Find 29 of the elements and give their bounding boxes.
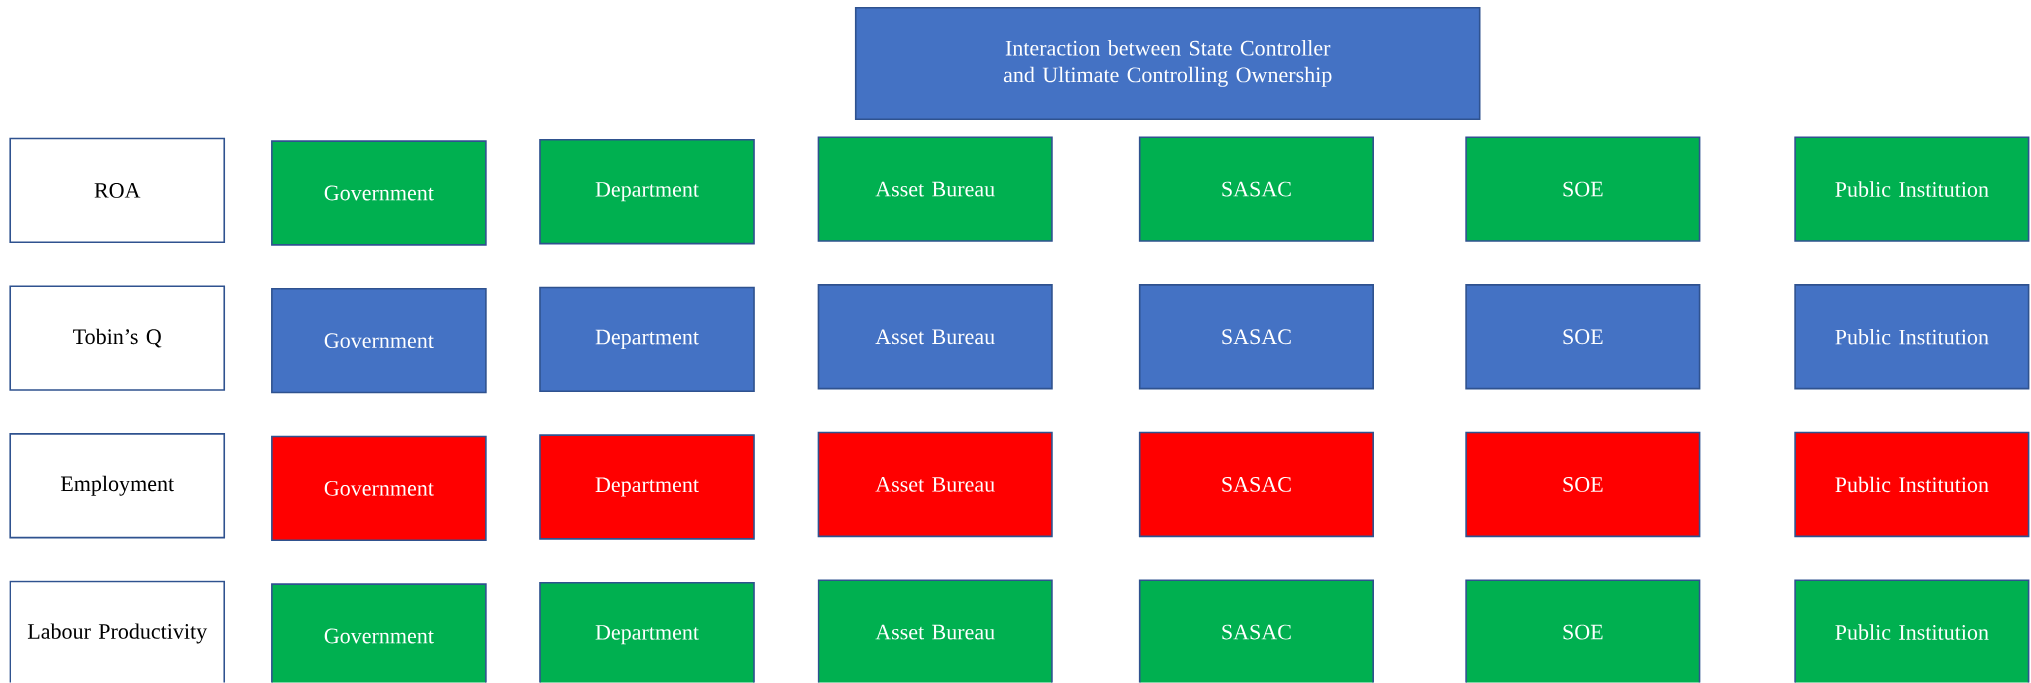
category-box: SOE	[1465, 431, 1701, 538]
category-box: SASAC	[1138, 136, 1374, 242]
row-label-box: Employment	[9, 433, 226, 539]
category-box: Public Institution	[1794, 431, 2030, 538]
category-box: SASAC	[1138, 431, 1374, 538]
category-box: SOE	[1465, 136, 1701, 242]
row-label-box: Labour Productivity	[9, 580, 226, 683]
category-box: Public Institution	[1794, 284, 2030, 390]
category-box: Government	[271, 140, 487, 246]
row-label-box: Tobin’s Q	[9, 285, 226, 391]
category-box: Government	[271, 435, 487, 542]
category-box: Department	[539, 139, 755, 245]
category-box: Department	[539, 286, 755, 393]
row-label-box: ROA	[9, 137, 226, 244]
category-box: Asset Bureau	[817, 579, 1053, 683]
category-box: Asset Bureau	[817, 284, 1053, 390]
category-box: Public Institution	[1794, 136, 2030, 242]
category-box: Government	[271, 583, 487, 683]
category-box: SASAC	[1138, 579, 1374, 683]
category-box: Public Institution	[1794, 579, 2030, 683]
title-box: Interaction between State Controller and Ultimate Controlling Ownership	[854, 7, 1481, 121]
category-box: SOE	[1465, 579, 1701, 683]
category-box: SOE	[1465, 284, 1701, 390]
category-box: Asset Bureau	[817, 136, 1053, 242]
category-box: SASAC	[1138, 284, 1374, 390]
category-box: Department	[539, 582, 755, 683]
category-box: Department	[539, 434, 755, 540]
category-box: Government	[271, 288, 487, 394]
category-box: Asset Bureau	[817, 431, 1053, 538]
